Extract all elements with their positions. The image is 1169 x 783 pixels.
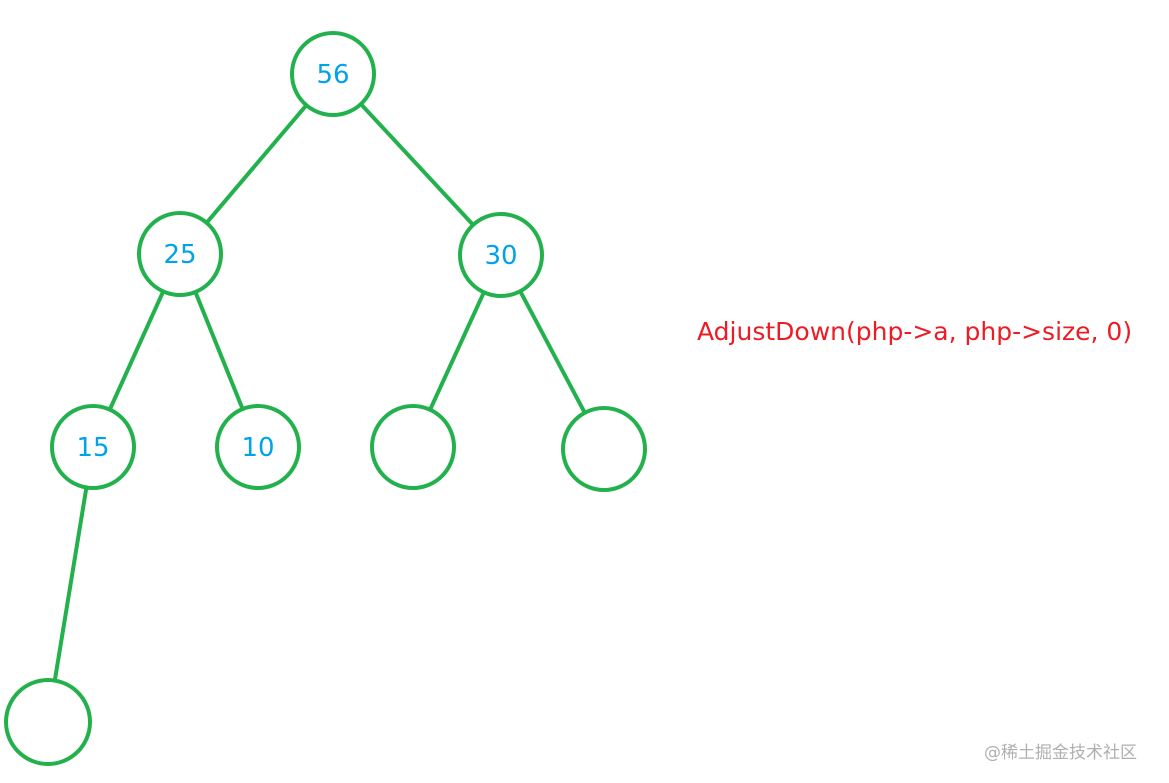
edge-n25-n15 [107,289,166,412]
tree-node-n56: 56 [290,31,376,117]
node-circle [561,406,647,492]
node-circle [215,404,301,490]
edge-n30-n30-right [518,289,587,415]
edge-n30-n30-left [428,290,486,412]
node-circle [458,212,544,298]
tree-node-n15-left [4,678,92,766]
function-call-text: AdjustDown(php->a, php->size, 0) [697,317,1133,346]
node-circle [137,211,223,297]
node-circle [4,678,92,766]
node-label: 15 [76,433,109,463]
tree-node-n30: 30 [458,212,544,298]
edge-n56-n25 [204,103,309,225]
tree-nodes: 56 25 30 15 10 [4,31,647,766]
node-label: 25 [163,240,196,270]
tree-node-n30-right [561,406,647,492]
edge-n25-n10 [193,290,245,411]
edge-n56-n30 [358,102,476,227]
tree-node-n25: 25 [137,211,223,297]
node-label: 56 [316,60,349,90]
node-label: 30 [484,241,517,271]
node-circle [290,31,376,117]
watermark: @稀土掘金技术社区 [984,743,1137,763]
tree-node-n15: 15 [50,404,136,490]
tree-node-n10: 10 [215,404,301,490]
edge-n15-n15-left [52,485,89,683]
tree-node-n30-left [370,404,456,490]
tree-edges [52,102,587,683]
node-circle [370,404,456,490]
node-label: 10 [241,433,274,463]
node-circle [50,404,136,490]
